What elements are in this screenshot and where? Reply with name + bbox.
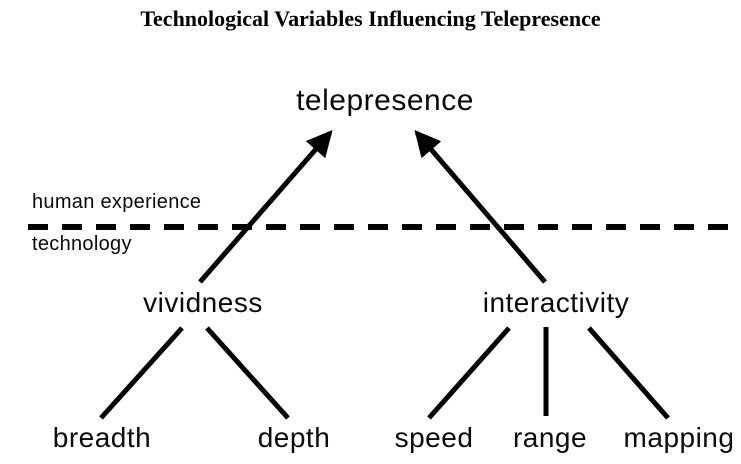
edge-vividness-depth (205, 326, 290, 420)
node-interactivity: interactivity (482, 287, 630, 318)
label-human-experience: human experience (32, 191, 202, 213)
node-range: range (512, 422, 588, 453)
node-breadth: breadth (52, 422, 152, 453)
node-vividness: vividness (143, 287, 263, 318)
node-mapping: mapping (623, 422, 735, 453)
node-depth: depth (257, 422, 331, 453)
label-technology: technology (32, 233, 132, 255)
edge-interactivity-speed (427, 326, 511, 420)
diagram-title: Technological Variables Influencing Tele… (140, 6, 601, 31)
arrow-interactivity-to-telepresence (414, 130, 547, 284)
edge-vividness-breadth (99, 326, 184, 420)
node-speed: speed (394, 422, 474, 453)
arrow-vividness-to-telepresence (198, 130, 333, 284)
edge-interactivity-mapping (587, 326, 670, 420)
node-telepresence: telepresence (296, 84, 474, 117)
